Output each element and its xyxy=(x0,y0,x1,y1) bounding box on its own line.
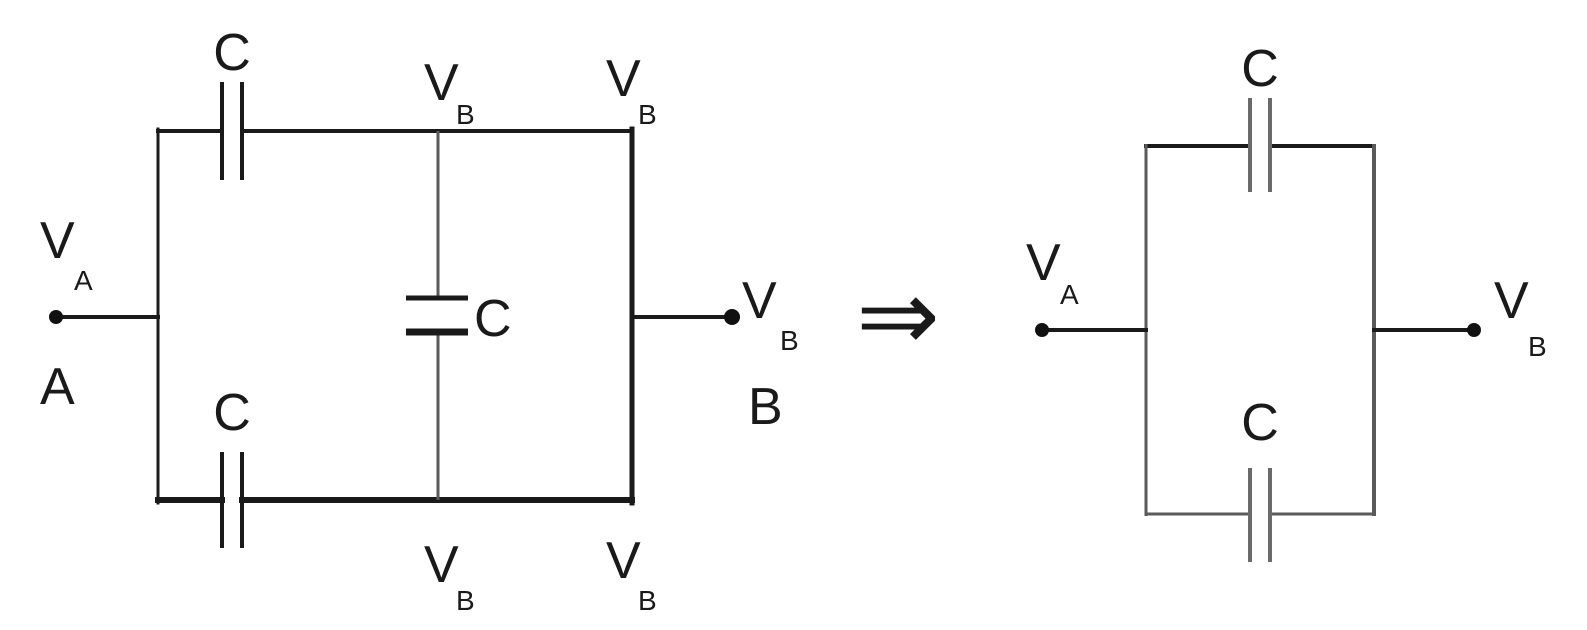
node-top-right-subscript: B xyxy=(638,99,657,130)
terminal-b-dot xyxy=(724,309,740,325)
node-bottom-right-subscript: B xyxy=(638,585,657,616)
right-terminal-b-potential-subscript: B xyxy=(1528,331,1547,362)
node-top-mid-subscript: B xyxy=(456,99,475,130)
right-top-capacitor-label: C xyxy=(1241,40,1279,98)
left-circuit: C C C V B V B V B V B V A A V B B xyxy=(40,24,799,616)
left-bottom-capacitor-label: C xyxy=(213,384,251,442)
right-circuit: C C V A V B xyxy=(1026,40,1547,562)
terminal-b-name: B xyxy=(748,378,783,436)
middle-capacitor-label: C xyxy=(474,290,512,348)
terminal-b-potential-subscript: B xyxy=(780,325,799,356)
node-bottom-mid-subscript: B xyxy=(456,585,475,616)
implies-arrow: ⇒ xyxy=(856,260,940,372)
node-top-right-label: V xyxy=(606,50,641,108)
node-bottom-right-label: V xyxy=(606,532,641,590)
node-bottom-mid-label: V xyxy=(424,536,459,594)
terminal-a-name: A xyxy=(40,358,75,416)
terminal-a-potential-subscript: A xyxy=(74,265,93,296)
implies-arrow-symbol: ⇒ xyxy=(856,260,940,372)
right-terminal-a-dot xyxy=(1035,323,1049,337)
right-bottom-capacitor-label: C xyxy=(1241,394,1279,452)
left-top-capacitor-label: C xyxy=(213,24,251,82)
node-top-mid-label: V xyxy=(424,54,459,112)
terminal-a-potential-label: V xyxy=(40,212,75,270)
right-terminal-b-dot xyxy=(1467,323,1481,337)
right-terminal-a-potential-label: V xyxy=(1026,234,1061,292)
terminal-a-dot xyxy=(49,310,63,324)
right-terminal-b-potential-label: V xyxy=(1494,272,1529,330)
right-terminal-a-potential-subscript: A xyxy=(1060,279,1079,310)
terminal-b-potential-label: V xyxy=(742,272,777,330)
